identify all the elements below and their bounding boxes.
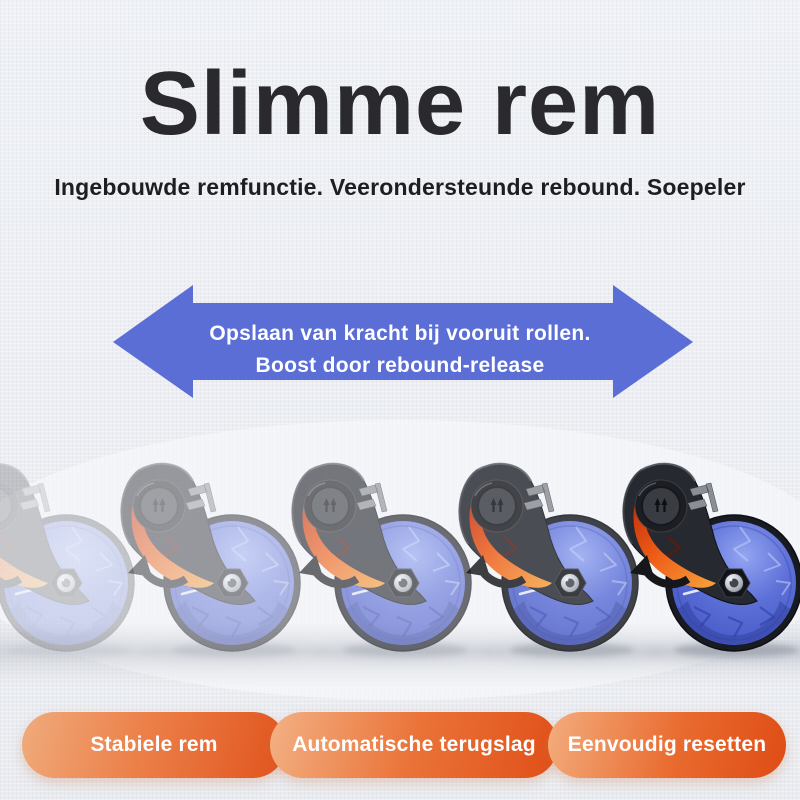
feature-pill-label: Automatische terugslag (292, 733, 536, 756)
arrow-banner-line-1: Opslaan van kracht bij vooruit rollen. (209, 322, 591, 345)
feature-pill-easy-reset: Eenvoudig resetten (548, 712, 786, 778)
feature-pill-auto-rebound: Automatische terugslag (270, 712, 558, 778)
double-arrow-icon (113, 285, 693, 398)
page-title: Slimme rem (139, 54, 661, 154)
feature-pill-stable-brake: Stabiele rem (22, 712, 286, 778)
arrow-banner: Opslaan van kracht bij vooruit rollen. B… (0, 265, 800, 425)
arrow-banner-line-2: Boost door rebound-release (255, 354, 545, 377)
feature-pill-label: Eenvoudig resetten (567, 733, 767, 756)
double-arrow-shape (113, 285, 693, 398)
product-motion-sequence-image (0, 420, 800, 700)
feature-pills-row: Stabiele rem Automatische terugslag Eenv… (0, 712, 800, 778)
page-subtitle: Ingebouwde remfunctie. Veerondersteunde … (54, 174, 746, 200)
feature-pill-label: Stabiele rem (90, 733, 218, 756)
